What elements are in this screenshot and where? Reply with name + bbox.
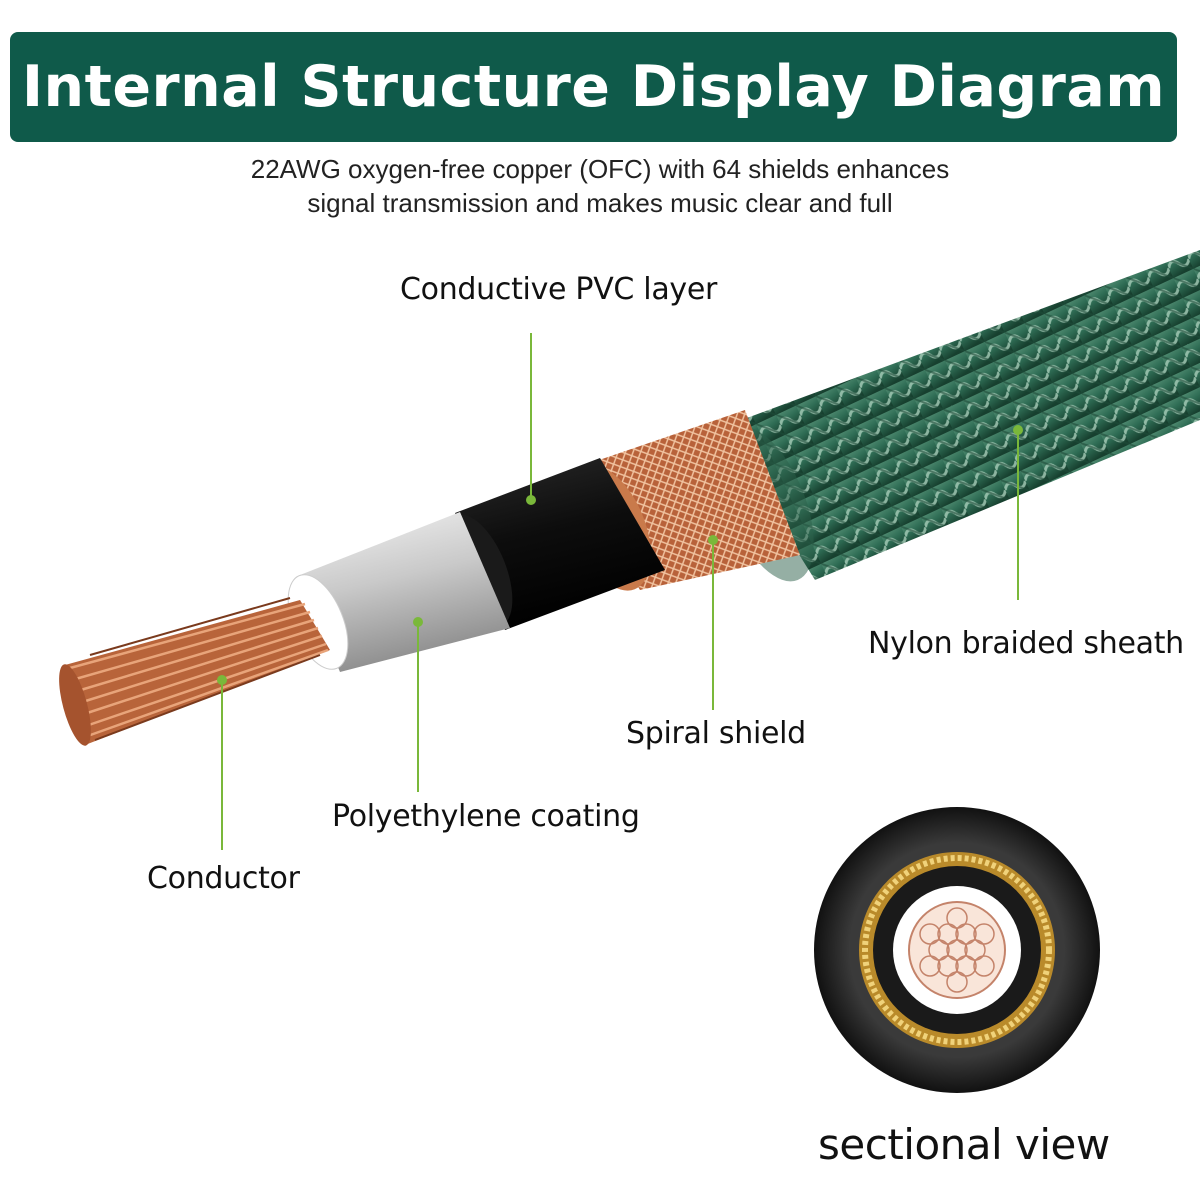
- subtitle-line-1: 22AWG oxygen-free copper (OFC) with 64 s…: [250, 154, 950, 184]
- sectional-view-caption: sectional view: [818, 1120, 1110, 1169]
- subtitle: 22AWG oxygen-free copper (OFC) with 64 s…: [0, 152, 1200, 220]
- label-polyethylene-coating: Polyethylene coating: [332, 799, 640, 834]
- label-spiral-shield: Spiral shield: [626, 716, 806, 751]
- title-banner: Internal Structure Display Diagram: [10, 32, 1177, 142]
- label-conductive-pvc-layer: Conductive PVC layer: [400, 272, 718, 307]
- subtitle-line-2: signal transmission and makes music clea…: [307, 188, 893, 218]
- pointer-polyethylene: [413, 617, 423, 792]
- sectional-view-diagram: [814, 807, 1100, 1093]
- pointer-nylon-sheath: [1013, 425, 1023, 600]
- page-title: Internal Structure Display Diagram: [21, 54, 1166, 120]
- pointer-conductor: [217, 675, 227, 850]
- pointer-spiral-shield: [708, 535, 718, 710]
- conductor-strands: [59, 597, 330, 746]
- label-nylon-braided-sheath: Nylon braided sheath: [868, 626, 1184, 661]
- label-conductor: Conductor: [147, 861, 300, 896]
- pointer-conductive-pvc: [526, 333, 536, 505]
